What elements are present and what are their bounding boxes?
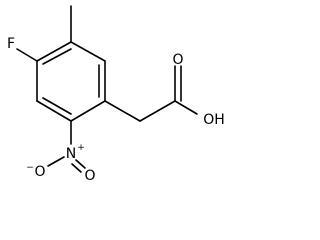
ring-bond-bottom-left bbox=[36, 100, 72, 122]
nitro-o-bond-down-inner bbox=[71, 163, 82, 173]
carbonyl-oxygen-label: O bbox=[172, 52, 183, 68]
ring-bond-bottom-right bbox=[70, 100, 106, 122]
nitro-oxygen-left-label: O bbox=[34, 164, 45, 180]
ch2-bond-a bbox=[104, 100, 141, 122]
nitro-o-bond-left bbox=[47, 156, 65, 167]
hydroxyl-bond bbox=[174, 100, 198, 115]
ring-bond-top-right bbox=[70, 41, 106, 62]
ring-bond-top-left-inner bbox=[42, 48, 72, 65]
ch2-bond-b bbox=[139, 100, 176, 122]
nitro-oxygen-down-label: O bbox=[84, 168, 95, 184]
nitro-o-bond-down-outer bbox=[75, 159, 86, 169]
ring-bond-bottom-left-inner bbox=[42, 97, 72, 115]
fluorine-label: F bbox=[7, 36, 15, 52]
ring-bond-top-left bbox=[36, 41, 72, 62]
hydroxyl-label: OH bbox=[203, 112, 225, 128]
chemical-structure: F OH O N + O O − bbox=[7, 5, 225, 184]
structure-canvas: F OH O N + O O − bbox=[7, 5, 225, 184]
nitro-plus-charge: + bbox=[77, 143, 85, 153]
fluorine-bond bbox=[16, 48, 38, 62]
nitro-minus-charge: − bbox=[26, 163, 34, 173]
nitro-nitrogen-label: N bbox=[66, 146, 76, 162]
